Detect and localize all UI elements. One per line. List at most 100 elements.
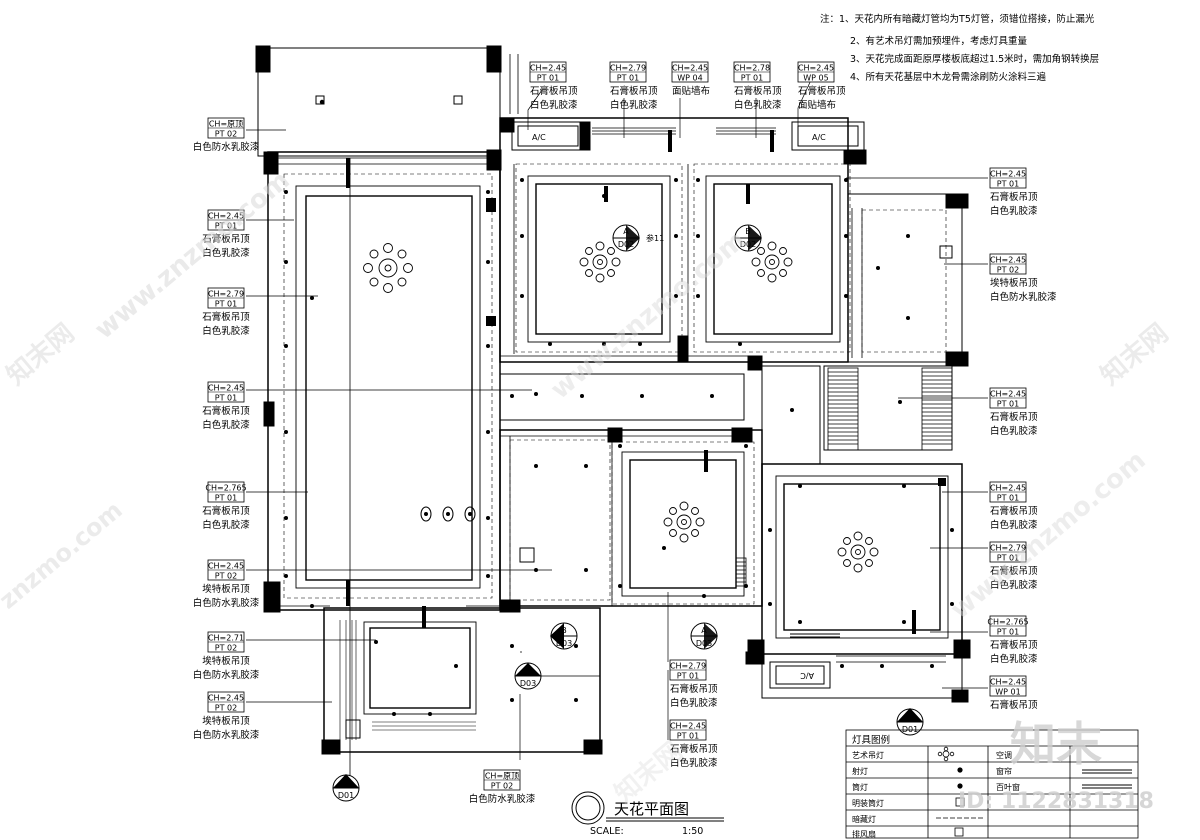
ac-label-3: A/C: [800, 671, 814, 680]
tag-desc-line2: 白色防水乳胶漆: [193, 597, 260, 609]
tag-ceiling-height: CH=2.45: [530, 64, 566, 73]
tag-ceiling-height: CH=2.45: [798, 64, 834, 73]
tag-material-code: PT 01: [617, 74, 639, 83]
tag-material-code: PT 01: [215, 394, 237, 403]
tag-desc-line1: 石膏板吊顶: [734, 85, 782, 97]
tag-desc-line2: 白色乳胶漆: [610, 99, 658, 111]
chandelier-study: [663, 501, 705, 543]
tag-desc-line1: 石膏板吊顶: [610, 85, 658, 97]
tag-material-code: PT 02: [215, 572, 237, 581]
tag-material-code: PT 02: [215, 644, 237, 653]
tag-desc-line1: 石膏板吊顶: [670, 683, 718, 695]
lighting-legend: 灯具图例 艺术吊灯 射灯 筒灯 明装筒灯 暗藏灯 排风扇 空调 窗帘 百叶窗: [852, 734, 1020, 839]
note-2: 2、有艺术吊灯需加预埋件，考虑灯具重量: [850, 35, 1028, 47]
tag-desc-line2: 白色乳胶漆: [670, 697, 718, 709]
tag-ceiling-height: CH=2.79: [610, 64, 646, 73]
tag-material-code: WP 05: [803, 74, 828, 83]
callout-aside-text: 参11: [646, 233, 664, 243]
tag-material-code: PT 01: [997, 494, 1019, 503]
tag-ceiling-height: CH=原顶: [485, 772, 519, 781]
tag-desc-line2: 白色乳胶漆: [990, 425, 1038, 437]
tag-desc-line1: 白色防水乳胶漆: [193, 141, 260, 153]
watermark-brand: 知末网: [609, 736, 688, 809]
scale-label: SCALE:: [590, 826, 624, 837]
tag-desc-line2: 面贴墙布: [798, 99, 836, 111]
tag-material-code: PT 02: [997, 266, 1019, 275]
callout-ref: D02: [740, 240, 756, 249]
tag-ceiling-height: CH=2.45: [990, 256, 1026, 265]
tag-ceiling-height: CH=2.765: [205, 484, 246, 493]
tag-ceiling-height: CH=2.45: [208, 384, 244, 393]
tag-ceiling-height: CH=2.45: [208, 562, 244, 571]
tag-material-code: PT 01: [677, 732, 699, 741]
watermark-id: ID: 1122831318: [958, 789, 1154, 814]
tag-desc-line1: 石膏板吊顶: [202, 233, 250, 245]
note-4: 4、所有天花基层中木龙骨需涂刷防火涂料三遍: [850, 71, 1047, 83]
watermark-brand-big: 知末: [1010, 717, 1102, 771]
tag-material-code: WP 04: [677, 74, 702, 83]
tag-desc-line2: 白色乳胶漆: [990, 205, 1038, 217]
tag-desc-line2: 白色乳胶漆: [734, 99, 782, 111]
tag-desc-line2: 白色乳胶漆: [202, 325, 250, 337]
ceiling-panels: [283, 163, 949, 715]
tag-ceiling-height: CH=2.45: [990, 484, 1026, 493]
tag-material-code: PT 01: [677, 672, 699, 681]
tag-material-code: PT 01: [997, 400, 1019, 409]
legend-title: 灯具图例: [852, 734, 890, 746]
title-block: [571, 791, 724, 825]
ceiling-beams: [315, 95, 953, 739]
tag-ceiling-height: CH=2.45: [990, 678, 1026, 687]
tag-desc-line1: 石膏板吊顶: [990, 565, 1038, 577]
tag-desc-line1: 石膏板吊顶: [202, 405, 250, 417]
tag-desc-line1: 埃特板吊顶: [202, 583, 250, 595]
tag-desc-line1: 石膏板吊顶: [202, 505, 250, 517]
tag-desc-line2: 白色防水乳胶漆: [193, 729, 260, 741]
tag-material-code: WP 01: [995, 688, 1020, 697]
legend-row: 艺术吊灯: [852, 750, 884, 760]
tag-material-code: PT 01: [997, 554, 1019, 563]
callout-letter: A: [343, 779, 349, 788]
tag-desc-line2: 白色乳胶漆: [530, 99, 578, 111]
tag-desc-line1: 埃特板吊顶: [202, 655, 250, 667]
legend-right: 窗帘: [996, 766, 1012, 776]
chandelier-bedroom-2: [751, 241, 793, 283]
tag-material-code: PT 02: [491, 782, 513, 791]
tag-desc-line2: 白色乳胶漆: [670, 757, 718, 769]
tag-desc-line2: 白色乳胶漆: [202, 419, 250, 431]
chandelier-master: [837, 531, 879, 573]
tag-material-code: PT 01: [997, 628, 1019, 637]
watermark-site: www.znzmo.com: [545, 225, 751, 405]
tag-material-code: PT 01: [215, 300, 237, 309]
callout-letter: A: [623, 227, 629, 236]
callout-ref: D01: [902, 725, 918, 734]
ac-label-1: A/C: [532, 133, 546, 142]
callout-ref: D03: [556, 639, 572, 648]
ac-units: [511, 121, 867, 689]
legend-row: 排风扇: [852, 829, 876, 839]
tag-material-code: PT 01: [215, 494, 237, 503]
tag-desc-line2: 白色乳胶漆: [202, 247, 250, 259]
legend-symbols: [936, 746, 1132, 837]
tag-ceiling-height: CH=2.45: [208, 212, 244, 221]
tag-material-code: PT 01: [537, 74, 559, 83]
ac-label-2: A/C: [812, 133, 826, 142]
note-1: 注：1、天花内所有暗藏灯管均为T5灯管，须错位搭接，防止漏光: [820, 13, 1095, 25]
tag-desc-line1: 面贴墙布: [672, 85, 710, 97]
tag-desc-line1: 石膏板吊顶: [990, 411, 1038, 423]
tag-desc-line1: 石膏板吊顶: [990, 699, 1038, 711]
floor-plan-walls: [255, 45, 971, 755]
tag-material-code: PT 01: [215, 222, 237, 231]
tag-desc-line2: 白色防水乳胶漆: [193, 669, 260, 681]
watermark-brand: 知末网: [1095, 318, 1174, 391]
